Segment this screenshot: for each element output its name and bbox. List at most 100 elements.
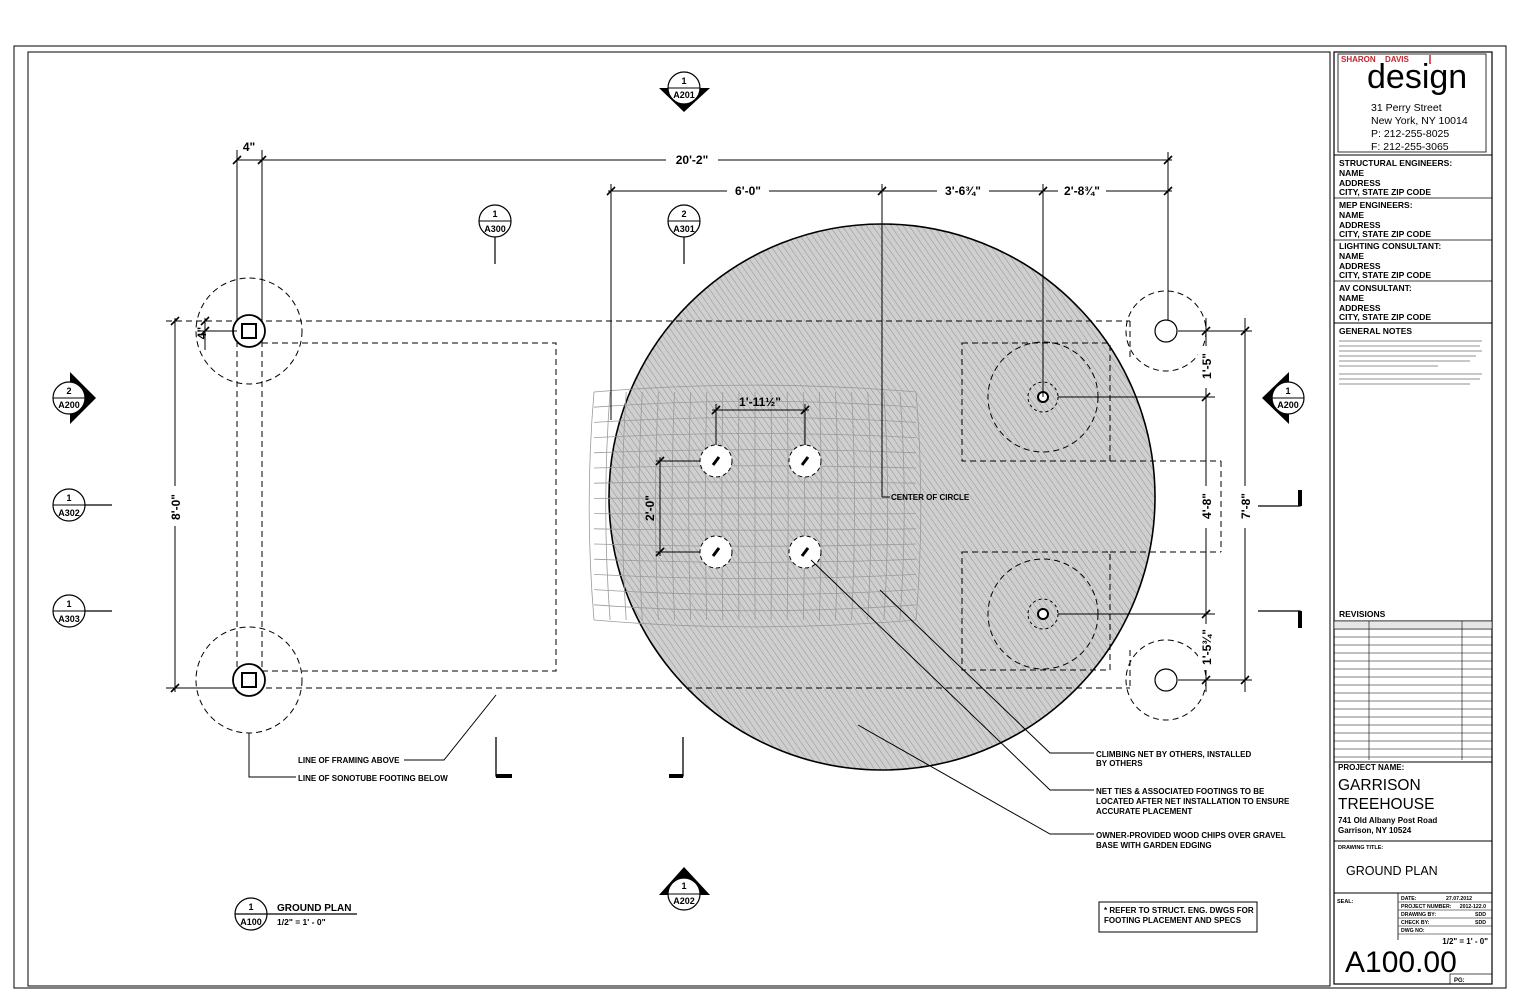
sonotube-footing-bottom-left [195, 626, 303, 734]
svg-text:CITY, STATE ZIP CODE: CITY, STATE ZIP CODE [1339, 229, 1431, 239]
leader-lines [248, 559, 1094, 835]
elevation-tag-a300[interactable]: 1 A300 [478, 204, 512, 264]
section-tag-a202[interactable]: 1 A202 [659, 867, 710, 911]
svg-text:DATE:: DATE: [1401, 896, 1417, 902]
note-wood-chips-1: OWNER-PROVIDED WOOD CHIPS OVER GRAVEL [1096, 831, 1286, 840]
dim-1-5b: 1'-5¾" [1200, 629, 1214, 665]
dim-4-8: 4'-8" [1200, 493, 1214, 519]
elevation-tag-a302[interactable]: 1 A302 [52, 488, 112, 522]
svg-text:FOOTING PLACEMENT AND SPECS: FOOTING PLACEMENT AND SPECS [1104, 916, 1242, 925]
svg-text:27.07.2012: 27.07.2012 [1446, 896, 1472, 902]
dim-overall: 20'-2" [676, 153, 709, 167]
svg-text:NAME: NAME [1339, 251, 1364, 261]
project-name-label: PROJECT NAME: [1338, 763, 1404, 772]
project-address-2: Garrison, NY 10524 [1338, 826, 1412, 835]
note-sonotube: LINE OF SONOTUBE FOOTING BELOW [298, 774, 448, 783]
svg-text:DRAWING BY:: DRAWING BY: [1401, 912, 1436, 918]
svg-text:1: 1 [66, 493, 71, 503]
note-net-ties-3: ACCURATE PLACEMENT [1096, 807, 1192, 816]
revisions-title: REVISIONS [1339, 609, 1386, 619]
inner-border [27, 51, 1331, 987]
dim-7-8: 7'-8" [1239, 493, 1253, 519]
page-label: PG: [1454, 978, 1465, 984]
general-notes-placeholder-lines [1339, 340, 1482, 385]
svg-text:1: 1 [681, 881, 686, 891]
dim-2-0: 2'-0" [643, 495, 657, 521]
info-table: DATE: 27.07.2012 PROJECT NUMBER: 2012-12… [1398, 896, 1492, 935]
firm-logo-word: design [1367, 58, 1467, 96]
general-notes-title: GENERAL NOTES [1339, 326, 1412, 336]
svg-text:ADDRESS: ADDRESS [1339, 220, 1381, 230]
svg-text:CITY, STATE ZIP CODE: CITY, STATE ZIP CODE [1339, 270, 1431, 280]
svg-text:A202: A202 [673, 896, 695, 906]
svg-text:A200: A200 [1277, 400, 1299, 410]
firm-fax: F: 212-255-3065 [1371, 141, 1449, 153]
svg-text:A201: A201 [673, 90, 695, 100]
sheet-number: A100.00 [1345, 946, 1457, 979]
title-block-scale: 1/2" = 1' - 0" [1442, 937, 1488, 946]
svg-text:A300: A300 [484, 224, 506, 234]
outer-border [13, 45, 1507, 989]
svg-text:A302: A302 [58, 508, 80, 518]
firm-name-2: DAVIS [1385, 55, 1410, 64]
firm-phone: P: 212-255-8025 [1371, 128, 1449, 140]
note-wood-chips-2: BASE WITH GARDEN EDGING [1096, 841, 1212, 850]
drawing-title-label: DRAWING TITLE: [1338, 845, 1383, 851]
svg-text:A100: A100 [240, 917, 262, 927]
consultant-lighting: LIGHTING CONSULTANT: NAME ADDRESS CITY, … [1339, 241, 1441, 280]
section-cut-markers [495, 490, 1302, 778]
project-name-1: GARRISON [1338, 777, 1421, 794]
dim-4in-top: 4" [243, 140, 255, 154]
section-tag-a200-left[interactable]: 2 A200 [52, 372, 96, 424]
svg-text:2012-122.0: 2012-122.0 [1460, 904, 1486, 910]
svg-text:* REFER TO STRUCT. ENG. DWGS F: * REFER TO STRUCT. ENG. DWGS FOR [1104, 906, 1254, 915]
firm-city: New York, NY 10014 [1371, 115, 1468, 127]
firm-name-1: SHARON [1341, 55, 1376, 64]
net-tie-footings [699, 444, 822, 569]
svg-text:1: 1 [492, 209, 497, 219]
svg-text:2: 2 [681, 209, 686, 219]
svg-text:A303: A303 [58, 614, 80, 624]
view-title-scale: 1/2" = 1' - 0" [277, 917, 326, 927]
svg-text:NAME: NAME [1339, 293, 1364, 303]
svg-text:A301: A301 [673, 224, 695, 234]
view-title: 1 A100 GROUND PLAN 1/2" = 1' - 0" [234, 897, 357, 931]
svg-text:2: 2 [66, 386, 71, 396]
dim-1-11: 1'-11½" [739, 395, 781, 409]
elevation-tag-a301[interactable]: 2 A301 [667, 204, 701, 264]
consultant-mep: MEP ENGINEERS: NAME ADDRESS CITY, STATE … [1339, 200, 1431, 239]
svg-text:STRUCTURAL ENGINEERS:: STRUCTURAL ENGINEERS: [1339, 158, 1452, 168]
note-net-ties-2: LOCATED AFTER NET INSTALLATION TO ENSURE [1096, 797, 1290, 806]
svg-text:1: 1 [66, 599, 71, 609]
svg-text:ADDRESS: ADDRESS [1339, 178, 1381, 188]
consultant-structural: STRUCTURAL ENGINEERS: NAME ADDRESS CITY,… [1339, 158, 1452, 197]
svg-text:CITY, STATE ZIP CODE: CITY, STATE ZIP CODE [1339, 312, 1431, 322]
dim-1-5: 1'-5" [1200, 353, 1214, 379]
elevation-tag-a303[interactable]: 1 A303 [52, 594, 112, 628]
svg-text:1: 1 [1285, 386, 1290, 396]
consultant-av: AV CONSULTANT: NAME ADDRESS CITY, STATE … [1339, 283, 1431, 322]
svg-text:DWG NO:: DWG NO: [1401, 928, 1425, 934]
firm-street: 31 Perry Street [1371, 102, 1442, 114]
svg-text:PROJECT NUMBER:: PROJECT NUMBER: [1401, 904, 1452, 910]
svg-text:1: 1 [681, 76, 686, 86]
note-line-of-framing: LINE OF FRAMING ABOVE [298, 756, 400, 765]
section-tag-a201[interactable]: 1 A201 [659, 71, 710, 112]
seal-label: SEAL: [1337, 899, 1354, 905]
title-block: SHARON DAVIS design 31 Perry Street New … [1333, 53, 1493, 985]
project-name-2: TREEHOUSE [1338, 796, 1434, 813]
revisions-table [1333, 620, 1493, 760]
section-tag-a200-right[interactable]: 1 A200 [1262, 372, 1305, 424]
svg-text:SDD: SDD [1475, 920, 1486, 926]
svg-text:CITY, STATE ZIP CODE: CITY, STATE ZIP CODE [1339, 187, 1431, 197]
svg-text:1: 1 [248, 902, 253, 912]
svg-text:CHECK BY:: CHECK BY: [1401, 920, 1430, 926]
view-title-name: GROUND PLAN [277, 903, 351, 914]
structural-note-box: * REFER TO STRUCT. ENG. DWGS FOR FOOTING… [1098, 901, 1258, 933]
svg-text:SDD: SDD [1475, 912, 1486, 918]
dim-4in-side: 4" [195, 327, 209, 339]
dim-3-6: 3'-6¾" [945, 184, 981, 198]
drawing-title: GROUND PLAN [1346, 864, 1438, 878]
note-climbing-net-2: BY OTHERS [1096, 759, 1143, 768]
